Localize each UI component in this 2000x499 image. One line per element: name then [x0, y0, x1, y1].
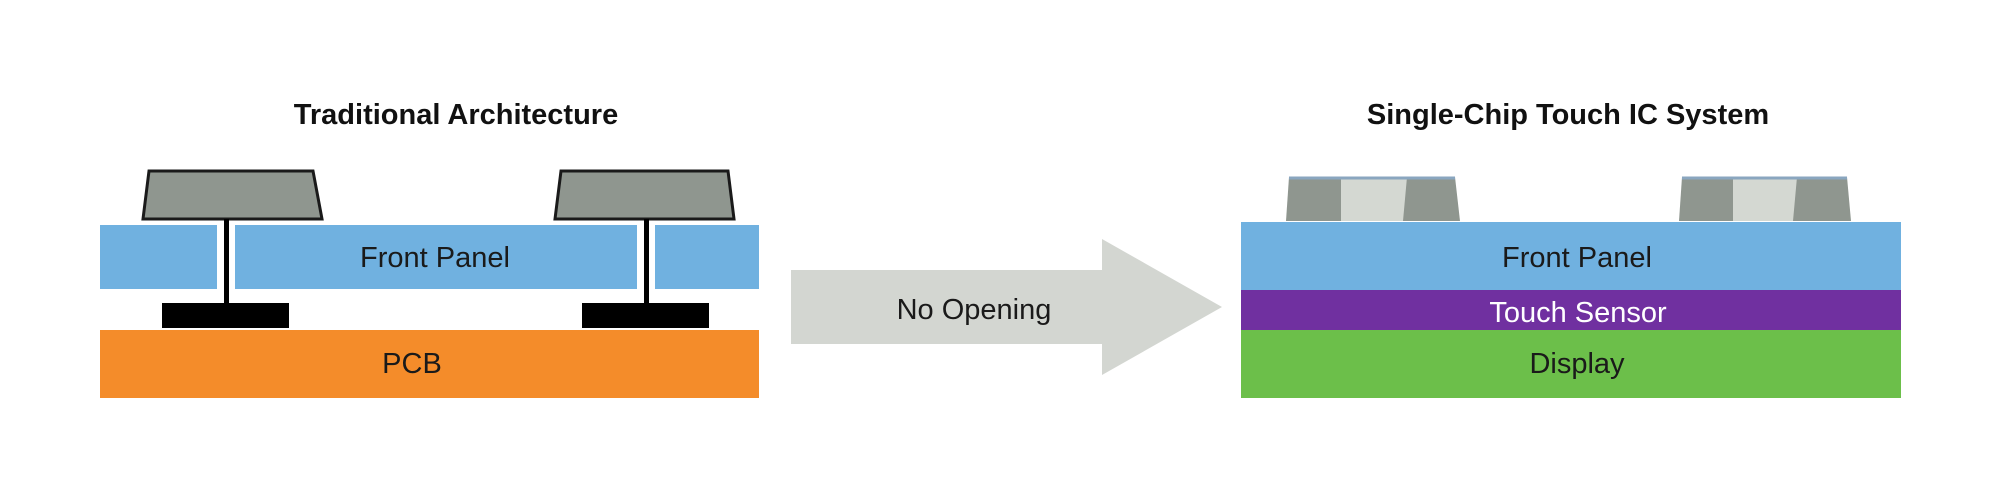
- pcb-layer: [100, 330, 759, 398]
- button-cap-icon: [1286, 176, 1460, 221]
- traditional-architecture: Traditional Architecture Front Panel PCB: [100, 99, 759, 398]
- right-front-panel-layer: [1241, 222, 1901, 290]
- button-cap-icon: [141, 169, 324, 221]
- button-shaft-right: [644, 219, 649, 303]
- front-panel-left-segment: [100, 225, 217, 289]
- pcb-label: PCB: [382, 348, 442, 380]
- left-title: Traditional Architecture: [294, 99, 618, 131]
- right-title: Single-Chip Touch IC System: [1367, 99, 1769, 131]
- button-shaft-left: [224, 219, 229, 303]
- single-chip-touch-ic-system: Single-Chip Touch IC System Front Panel …: [1241, 99, 1901, 398]
- display-layer: [1241, 330, 1901, 398]
- button-cap-icon: [553, 169, 736, 221]
- front-panel-middle-segment: [235, 225, 637, 289]
- arrow-icon: [791, 239, 1222, 375]
- contact-pad-right: [582, 303, 709, 328]
- touch-sensor-layer: [1241, 290, 1901, 330]
- touch-sensor-label: Touch Sensor: [1489, 297, 1667, 329]
- arrow-label: No Opening: [897, 294, 1052, 326]
- no-opening-arrow: No Opening: [791, 239, 1222, 375]
- contact-pad-left: [162, 303, 289, 328]
- right-front-panel-label: Front Panel: [1502, 242, 1652, 274]
- button-cap-icon: [1679, 176, 1851, 221]
- display-label: Display: [1529, 348, 1625, 380]
- left-front-panel-label: Front Panel: [360, 242, 510, 274]
- front-panel-right-segment: [655, 225, 759, 289]
